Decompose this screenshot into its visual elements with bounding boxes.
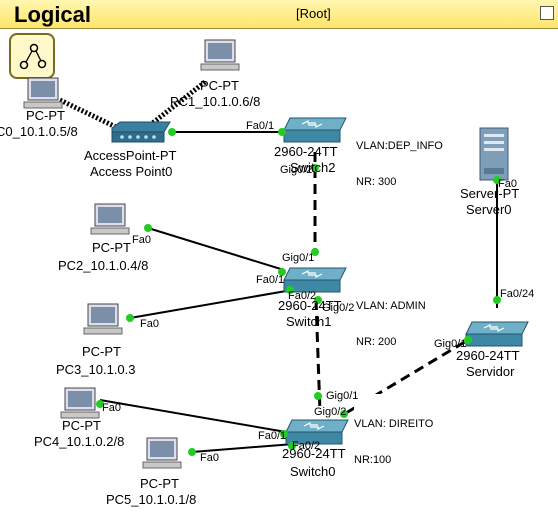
pc2-name-label: PC2_10.1.0.4/8: [58, 258, 149, 273]
link-sw1-sw0: [314, 299, 322, 413]
swsrv-type-label: 2960-24TT: [456, 348, 520, 363]
vlan-note-switch0-nr: NR:100: [354, 454, 392, 466]
sw0-name-label: Switch0: [290, 464, 336, 479]
corner-button[interactable]: [540, 6, 554, 20]
pc5-name-label: PC5_10.1.0.1/8: [106, 492, 197, 507]
server-type-label: Server-PT: [460, 186, 520, 201]
server-icon[interactable]: [479, 127, 509, 181]
port-label-sw2-fa01: Fa0/1: [246, 120, 275, 132]
port-status-dots: [96, 128, 501, 456]
pc5-icon[interactable]: [142, 437, 182, 469]
switch-servidor-icon[interactable]: [465, 321, 529, 347]
sw1-name-label: Switch1: [286, 314, 332, 329]
port-label-pc5-fa0: Fa0: [200, 452, 219, 464]
port-label-pc4-fa0: Fa0: [102, 402, 121, 414]
swsrv-name-label: Servidor: [466, 364, 515, 379]
ap-type-label: AccessPoint-PT: [84, 148, 177, 163]
vlan-note-switch2-name: VLAN:DEP_INFO: [356, 140, 443, 152]
pc4-type-label: PC-PT: [62, 418, 101, 433]
switch0-icon[interactable]: [285, 419, 349, 445]
vlan-note-switch2-nr: NR: 300: [356, 176, 397, 188]
server-name-label: Server0: [466, 202, 512, 217]
pc3-type-label: PC-PT: [82, 344, 121, 359]
port-label-pc2-fa0: Fa0: [132, 234, 151, 246]
port-label-server-fa0: Fa0: [498, 178, 517, 190]
vlan-note-switch2: VLAN:DEP_INFO NR: 300: [356, 116, 443, 200]
port-label-sw1-fa02: Fa0/2: [288, 290, 317, 302]
vlan-note-switch0: VLAN: DIREITO NR:100: [354, 394, 434, 478]
sw2-name-label: Switch2: [290, 160, 336, 175]
ap-name-label: Access Point0: [90, 164, 173, 179]
port-label-sw1-fa01: Fa0/1: [256, 274, 285, 286]
pc1-type-label: PC-PT: [200, 78, 239, 93]
logical-view-title: Logical: [14, 2, 92, 27]
topology-canvas[interactable]: [0, 28, 558, 515]
port-label-sw0-fa01: Fa0/1: [258, 430, 287, 442]
port-label-sw0-gig02: Gig0/2: [314, 406, 347, 418]
sw0-type-label: 2960-24TT: [282, 446, 346, 461]
pc2-type-label: PC-PT: [92, 240, 131, 255]
pc5-type-label: PC-PT: [140, 476, 179, 491]
pc4-name-label: PC4_10.1.0.2/8: [34, 434, 125, 449]
port-label-sw2-gig02: Gig0/2: [280, 164, 313, 176]
link-pc4-sw0: [99, 399, 287, 433]
access-point-icon[interactable]: [111, 121, 171, 143]
link-pc5-sw0: [191, 443, 295, 453]
pc0-type-label: PC-PT: [26, 108, 65, 123]
sw2-type-label: 2960-24TT: [274, 144, 338, 159]
vlan-note-switch1-name: VLAN: ADMIN: [356, 300, 426, 312]
root-breadcrumb[interactable]: [Root]: [296, 6, 331, 21]
pc0-icon[interactable]: [23, 77, 63, 109]
port-label-sw1-gig02: Gig0/2: [322, 302, 355, 314]
port-label-sw0-fa02: Fa0/2: [292, 440, 321, 452]
pc2-icon[interactable]: [90, 203, 130, 235]
logical-view-icon[interactable]: [9, 33, 55, 79]
vlan-note-switch0-name: VLAN: DIREITO: [354, 418, 434, 430]
port-label-pc3-fa0: Fa0: [140, 318, 159, 330]
pc4-icon[interactable]: [60, 387, 100, 419]
pc1-name-label: PC1_10.1.0.6/8: [170, 94, 261, 109]
pc3-icon[interactable]: [83, 303, 123, 335]
pc0-name-label: C0_10.1.0.5/8: [0, 124, 78, 139]
pc1-icon[interactable]: [200, 39, 240, 71]
port-label-swsrv-gig01: Gig0/1: [434, 338, 467, 350]
workspace-header: Logical [Root]: [0, 0, 558, 29]
port-label-sw1-gig01: Gig0/1: [282, 252, 315, 264]
wireless-link-pc0-ap: [58, 97, 120, 131]
switch2-icon[interactable]: [283, 117, 347, 143]
link-pc3-sw1: [129, 289, 293, 319]
port-label-sw0-gig01: Gig0/1: [326, 390, 359, 402]
vlan-note-switch1: VLAN: ADMIN NR: 200: [356, 276, 426, 360]
switch1-icon[interactable]: [283, 267, 347, 293]
pc3-name-label: PC3_10.1.0.3: [56, 362, 136, 377]
port-label-swsrv-fa024: Fa0/24: [500, 288, 535, 300]
vlan-note-switch1-nr: NR: 200: [356, 336, 397, 348]
link-pc2-sw1: [147, 227, 285, 271]
sw1-type-label: 2960-24TT: [278, 298, 342, 313]
